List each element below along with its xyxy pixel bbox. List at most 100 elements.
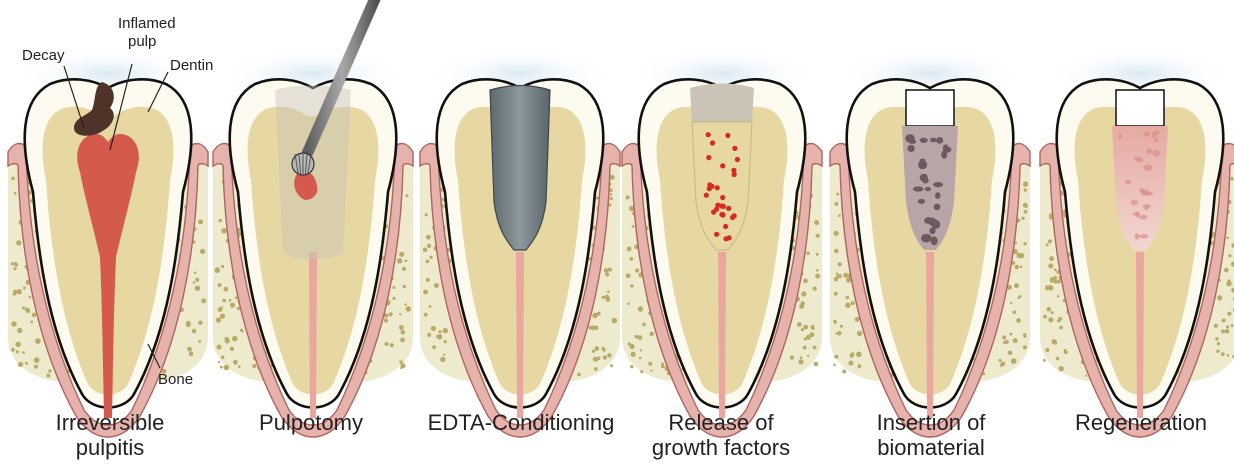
bone-dot [425, 213, 428, 216]
scaffold-pore [934, 204, 941, 211]
scaffold-pore [918, 199, 925, 204]
bone-dot [18, 362, 23, 367]
bone-dot [639, 357, 642, 360]
bone-dot [602, 347, 605, 350]
bone-dot [201, 298, 206, 303]
bone-dot [1023, 345, 1027, 349]
callout-decay: Decay [22, 47, 65, 64]
bone-dot [603, 355, 607, 359]
scaffold-pore [924, 217, 933, 224]
scaffold-pore [918, 160, 927, 169]
bone-dot [194, 272, 197, 275]
bone-dot [1231, 324, 1234, 327]
growth-factor [732, 213, 737, 218]
growth-factor [719, 212, 724, 217]
bone-dot [1009, 333, 1012, 336]
bone-dot [400, 367, 402, 369]
bone-dot [238, 365, 241, 368]
cap-restoration [1116, 90, 1164, 126]
bone-dot [1047, 307, 1052, 312]
bone-dot [834, 277, 838, 281]
bone-dot [216, 317, 221, 322]
bone-dot [1216, 350, 1219, 353]
bone-dot [13, 292, 17, 296]
bone-dot [639, 306, 642, 309]
bone-dot [635, 335, 639, 339]
caption-insertion-biomaterial: Insertion of biomaterial [831, 410, 1031, 460]
bone-dot [801, 291, 806, 296]
bone-dot [813, 287, 817, 291]
bone-dot [1215, 337, 1218, 340]
bone-dot [399, 313, 401, 315]
bone-dot [437, 334, 443, 340]
growth-factor [735, 157, 740, 162]
bone-dot [608, 268, 612, 272]
tissue-cell [1153, 131, 1161, 135]
bone-dot [1003, 341, 1006, 344]
root-canal [1136, 252, 1144, 418]
bone-dot [444, 340, 447, 343]
bone-dot [423, 290, 428, 295]
bone-dot [25, 362, 28, 365]
bone-dot [1228, 254, 1231, 257]
tissue-cell [1144, 207, 1148, 210]
growth-factor [731, 168, 736, 173]
bone-dot [225, 337, 229, 341]
bone-dot [797, 322, 802, 327]
bone-dot [241, 330, 243, 332]
bone-dot [838, 274, 842, 278]
bone-dot [816, 253, 819, 256]
scaffold-pore [936, 137, 943, 144]
bone-dot [837, 331, 842, 336]
bone-dot [397, 258, 402, 263]
bone-dot [1024, 210, 1028, 214]
bone-dot [812, 325, 814, 327]
bone-dot [1023, 181, 1028, 186]
scaffold-pore [908, 139, 916, 144]
bone-dot [230, 303, 235, 308]
bone-dot [427, 333, 431, 337]
bone-dot [1024, 242, 1027, 245]
bone-dot [405, 260, 408, 263]
root-canal [516, 252, 524, 418]
bone-dot [834, 292, 838, 296]
root-canal [309, 252, 317, 418]
bone-dot [627, 302, 630, 305]
growth-factor [710, 140, 715, 145]
scaffold-pore [907, 145, 915, 152]
bone-dot [595, 346, 600, 351]
bone-dot [218, 283, 222, 287]
tissue-cell [1139, 215, 1147, 220]
bone-dot [856, 352, 862, 358]
tooth-growth [622, 48, 822, 437]
bone-dot [401, 330, 406, 335]
bone-dot [1226, 325, 1229, 328]
restoration-top [690, 84, 754, 123]
bone-dot [426, 260, 430, 264]
bone-dot [186, 321, 191, 326]
caption-irreversible-pulpitis: Irreversible pulpitis [10, 410, 210, 460]
bone-dot [200, 249, 205, 254]
tissue-cell [1139, 234, 1148, 238]
bone-dot [222, 299, 226, 303]
scaffold-pore [944, 147, 951, 153]
growth-factor [721, 204, 726, 209]
bone-dot [857, 331, 862, 336]
bone-dot [834, 249, 839, 254]
bone-dot [836, 273, 839, 276]
bone-dot [403, 285, 406, 288]
bone-dot [855, 317, 860, 322]
bone-dot [1043, 315, 1047, 319]
bone-dot [1226, 237, 1229, 240]
bone-dot [605, 273, 609, 277]
bone-dot [11, 321, 16, 326]
bone-dot [444, 328, 447, 331]
callout-inflamed-pulp: Inflamed pulp [118, 15, 180, 50]
bone-dot [1015, 265, 1020, 270]
bone-dot [1045, 287, 1049, 291]
bone-dot [215, 267, 221, 273]
tissue-cell [1135, 233, 1140, 239]
bone-dot [999, 359, 1002, 362]
bone-dot [198, 321, 202, 325]
bone-dot [1013, 338, 1018, 343]
